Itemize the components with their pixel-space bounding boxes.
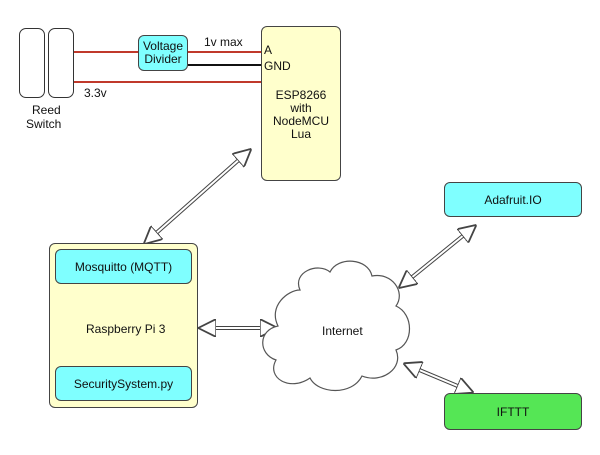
voltage-divider-line2: Divider: [144, 52, 182, 66]
internet-label: Internet: [322, 324, 363, 338]
security-system-label: SecuritySystem.py: [73, 376, 174, 391]
arrow-cloud-adafruit: [400, 226, 475, 287]
ifttt-box: IFTTT: [444, 393, 582, 430]
voltage-divider-line1: Voltage: [142, 39, 184, 53]
security-system-box: SecuritySystem.py: [55, 366, 192, 401]
wire-label-3v3: 3.3v: [84, 86, 107, 100]
esp-pin-a: A: [264, 43, 273, 57]
esp-pin-gnd: GND: [264, 59, 291, 73]
esp-line3: Lua: [290, 127, 312, 141]
arrow-esp-rpi: [145, 150, 250, 243]
raspberry-pi-label: Raspberry Pi 3: [86, 322, 166, 336]
reed-switch-right-contact: [48, 28, 74, 98]
voltage-divider-box: Voltage Divider: [138, 35, 188, 71]
reed-switch-left-contact: [19, 28, 45, 98]
mosquitto-box: Mosquitto (MQTT): [55, 249, 192, 284]
esp8266-box: ESP8266 with NodeMCU Lua: [261, 26, 341, 181]
internet-cloud-shape: [262, 260, 410, 391]
adafruit-box: Adafruit.IO: [444, 182, 582, 217]
adafruit-label: Adafruit.IO: [484, 192, 542, 207]
arrow-cloud-ifttt: [405, 364, 472, 392]
reed-switch-label-line1: Reed: [32, 103, 61, 117]
ifttt-label: IFTTT: [496, 404, 530, 419]
wire-label-1v-max: 1v max: [204, 35, 243, 49]
esp-line2: with NodeMCU: [272, 101, 329, 128]
mosquitto-label: Mosquitto (MQTT): [74, 259, 173, 274]
reed-switch-label-line2: Switch: [26, 117, 62, 131]
esp-line1: ESP8266: [275, 88, 327, 102]
